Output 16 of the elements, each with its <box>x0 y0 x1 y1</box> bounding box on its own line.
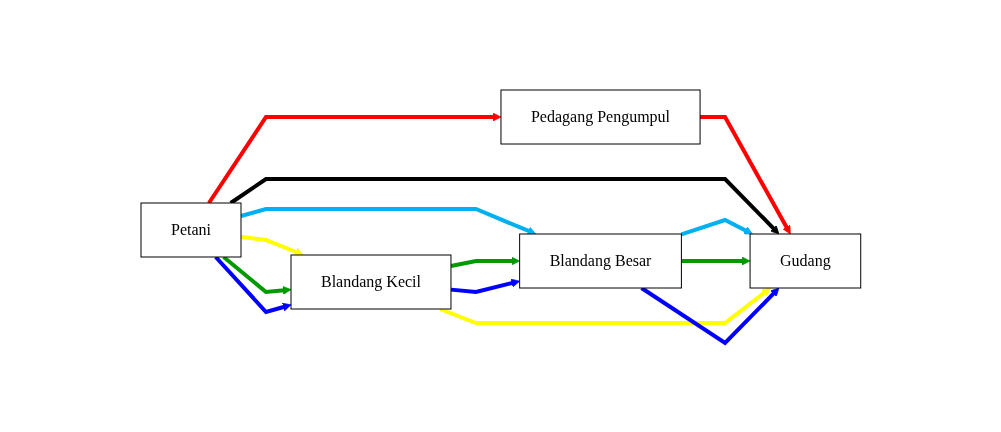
arrow <box>450 256 520 268</box>
arrow <box>240 206 536 235</box>
node-box: Blandang Kecil <box>290 254 452 309</box>
node-box: Blandang Besar <box>518 233 682 288</box>
node-box: Petani <box>140 202 242 257</box>
arrow <box>699 114 791 234</box>
arrow <box>240 234 304 256</box>
arrow <box>680 217 753 236</box>
arrow <box>229 176 779 234</box>
arrow <box>206 112 501 204</box>
node-box: Pedagang Pengumpul <box>500 89 701 144</box>
arrow <box>439 287 771 325</box>
arrow <box>681 256 751 265</box>
node-box: Gudang <box>749 233 861 288</box>
arrow <box>450 278 520 294</box>
arrow <box>213 255 292 314</box>
